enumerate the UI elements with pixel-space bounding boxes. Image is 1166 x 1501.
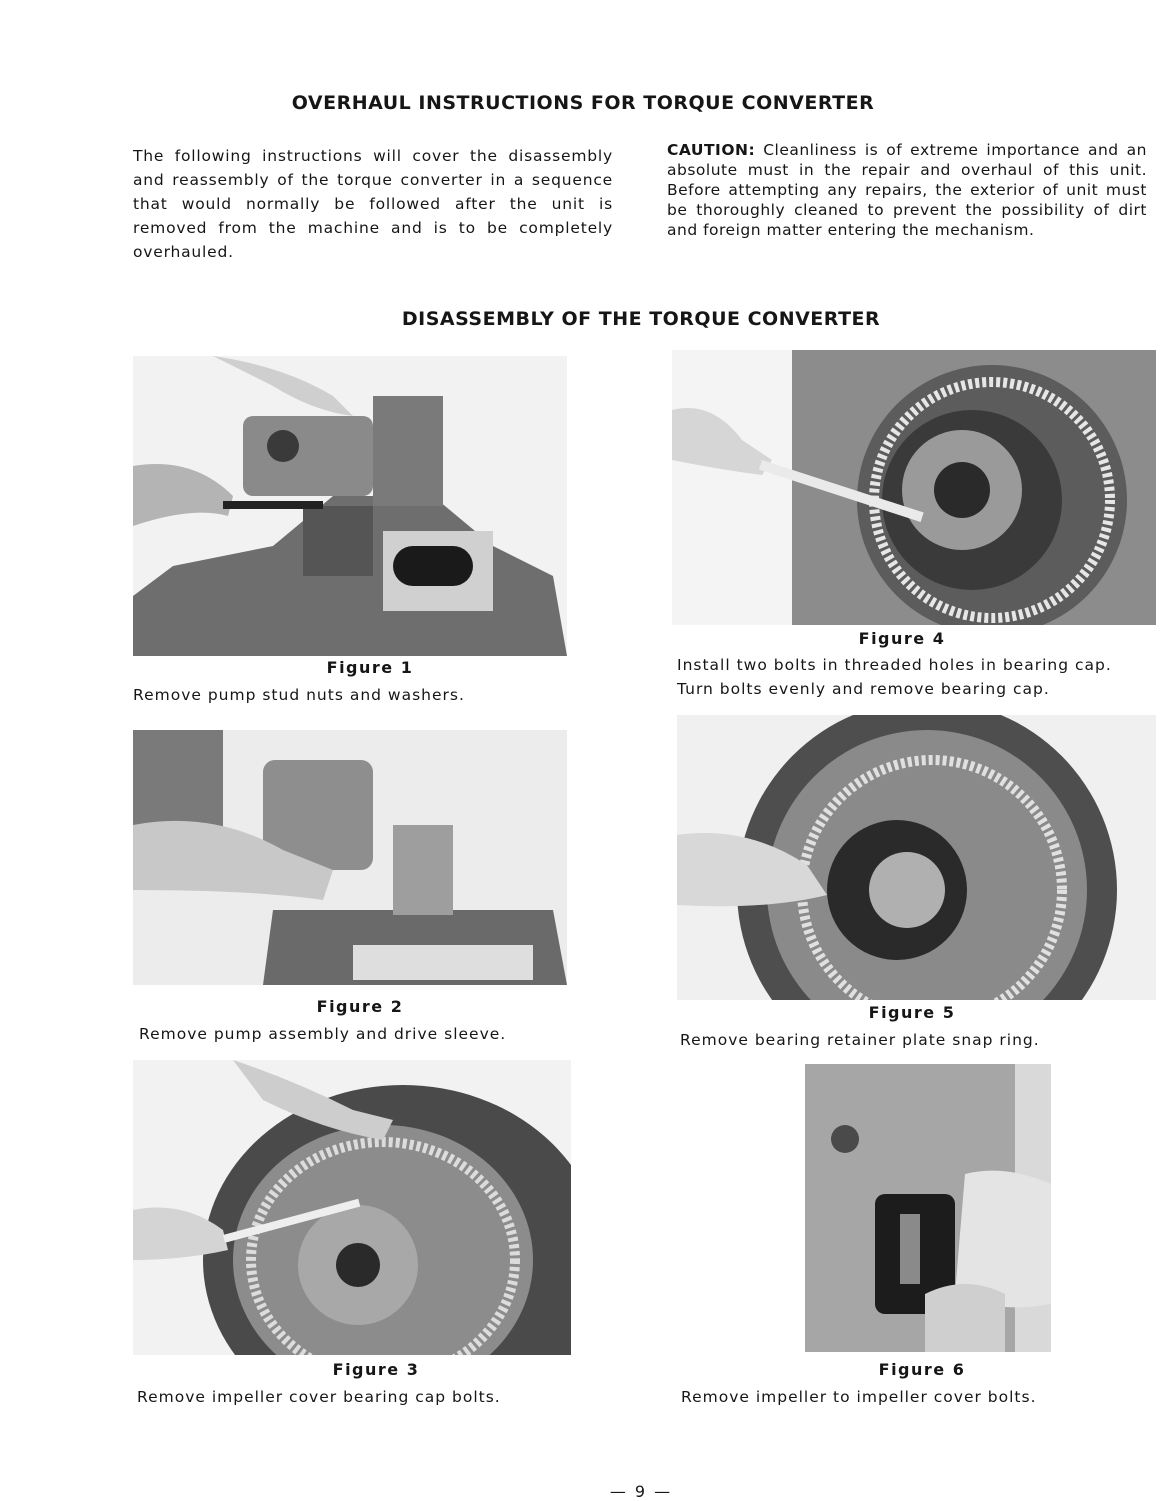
figure-3-caption: Remove impeller cover bearing cap bolts. — [137, 1388, 501, 1406]
figure-5-label: Figure 5 — [868, 1003, 956, 1022]
figure-5-caption: Remove bearing retainer plate snap ring. — [680, 1031, 1040, 1049]
figure-6-label: Figure 6 — [878, 1360, 966, 1379]
caution-text: Cleanliness is of extreme importance and… — [667, 141, 1147, 239]
figure-4-label: Figure 4 — [858, 629, 946, 648]
pump-housing-photo — [133, 356, 567, 656]
figure-2-label: Figure 2 — [316, 997, 404, 1016]
flywheel-wrench-photo — [133, 1060, 571, 1355]
figure-1-label: Figure 1 — [326, 658, 414, 677]
figure-4-caption-line2: Turn bolts evenly and remove bearing cap… — [677, 680, 1050, 698]
bearing-cap-photo — [672, 350, 1156, 625]
figure-1-caption: Remove pump stud nuts and washers. — [133, 686, 465, 704]
figure-4-caption-line1: Install two bolts in threaded holes in b… — [677, 656, 1112, 674]
page-number: — 9 — — [609, 1482, 673, 1501]
intro-paragraph: The following instructions will cover th… — [133, 147, 613, 261]
impeller-bolts-photo — [805, 1064, 1051, 1352]
page-title: OVERHAUL INSTRUCTIONS FOR TORQUE CONVERT… — [291, 92, 875, 114]
caution-label: CAUTION: — [667, 141, 756, 159]
caution-paragraph: CAUTION: Cleanliness is of extreme impor… — [667, 140, 1147, 240]
pump-removal-photo — [133, 730, 567, 985]
section-title: DISASSEMBLY OF THE TORQUE CONVERTER — [401, 308, 881, 330]
figure-6-caption: Remove impeller to impeller cover bolts. — [681, 1388, 1037, 1406]
figure-2-caption: Remove pump assembly and drive sleeve. — [139, 1025, 507, 1043]
figure-3-label: Figure 3 — [332, 1360, 420, 1379]
snap-ring-photo — [677, 715, 1156, 1000]
